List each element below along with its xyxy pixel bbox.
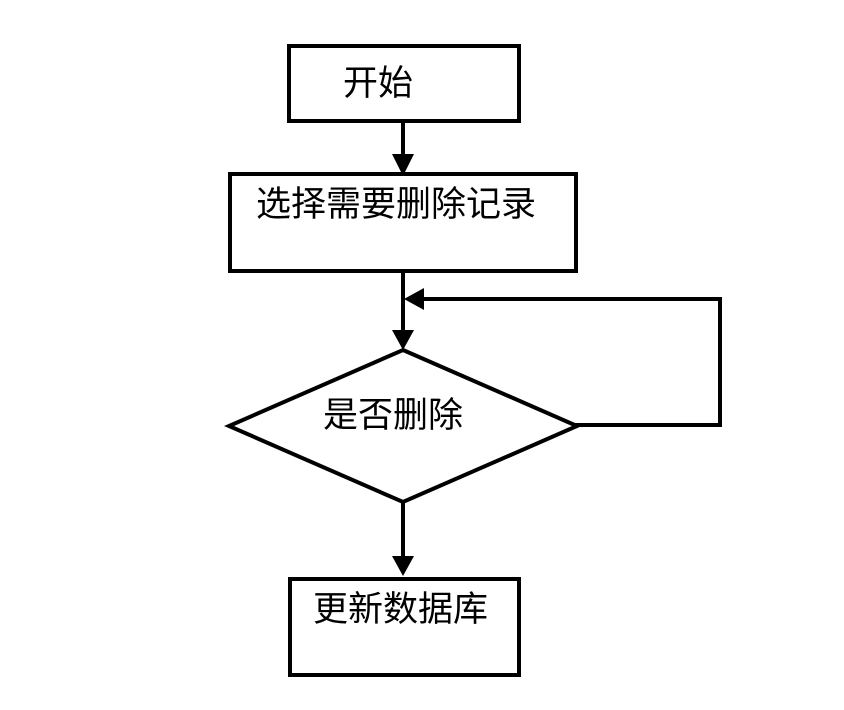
node-start-label: 开始 xyxy=(342,63,413,103)
arrow-start-to-select xyxy=(392,121,414,176)
node-update-database: 更新数据库 xyxy=(288,577,521,677)
node-decision: 是否删除 xyxy=(231,396,577,436)
node-select-records-label: 选择需要删除记录 xyxy=(255,185,536,224)
arrow-select-to-decision xyxy=(392,271,414,350)
loop-decision-no-branch xyxy=(404,288,722,427)
node-select-records: 选择需要删除记录 xyxy=(228,172,578,273)
decision-diamond-shape xyxy=(224,347,582,505)
node-update-database-label: 更新数据库 xyxy=(312,590,488,629)
arrow-decision-to-update xyxy=(392,500,414,576)
node-start: 开始 xyxy=(287,44,521,123)
node-decision-label: 是否删除 xyxy=(322,396,463,435)
